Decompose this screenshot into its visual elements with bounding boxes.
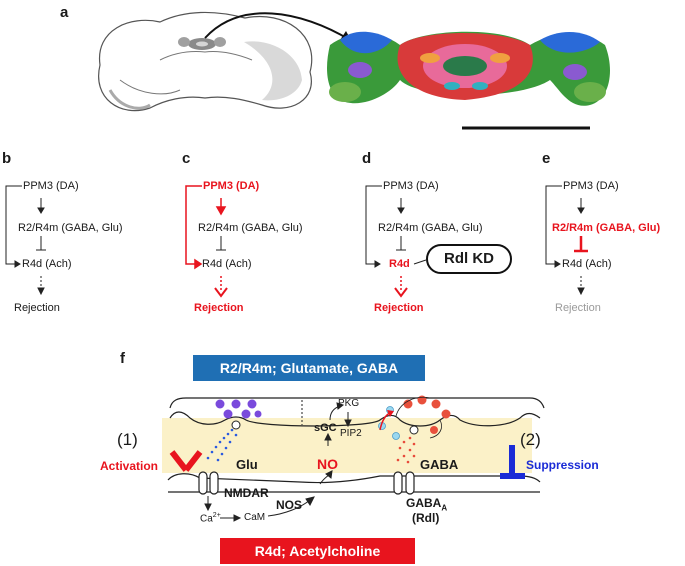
postsynaptic-membrane — [167, 473, 541, 484]
panel-c-r2r4m: R2/R4m (GABA, Glu) — [198, 222, 303, 234]
panel-e-pathway — [545, 185, 562, 268]
panel-d-r2r4m: R2/R4m (GABA, Glu) — [378, 222, 483, 234]
nos-label: NOS — [276, 498, 303, 512]
nmdar-channel — [198, 471, 219, 495]
rdl-label: (Rdl) — [412, 511, 440, 525]
panel-b-outcome: Rejection — [14, 302, 60, 314]
glutamate-release — [206, 428, 238, 462]
panel-b-letter: b — [2, 150, 12, 167]
glutamate-vesicles — [215, 399, 262, 419]
sgc-label: sGC — [314, 422, 337, 434]
gabaa-text: GABA — [406, 496, 442, 510]
ca-charge: 2+ — [212, 512, 221, 519]
rdl-kd-badge: Rdl KD — [426, 244, 512, 274]
panel-f-letter: f — [120, 350, 125, 367]
panel-a-letter: a — [60, 4, 69, 21]
glu-label: Glu — [236, 457, 258, 472]
panel-d-r4d: R4d — [389, 258, 410, 270]
suppression-label: Suppression — [526, 458, 599, 472]
label-2: (2) — [520, 430, 541, 449]
panel-e-r4d: R4d (Ach) — [562, 258, 612, 270]
gaba-label: GABA — [420, 457, 459, 472]
fly-brain-outline — [98, 11, 313, 112]
gabaa-subscript: A — [441, 503, 448, 513]
ellipsoid-body-render — [327, 31, 610, 106]
panel-c-pathway — [185, 185, 203, 270]
panel-b-pathway — [5, 185, 22, 268]
label-1: (1) — [117, 430, 138, 449]
panel-d-outcome: Rejection — [374, 302, 424, 314]
top-banner: R2/R4m; Glutamate, GABA — [193, 355, 425, 381]
nmdar-label: NMDAR — [224, 486, 269, 500]
suppression-symbol — [500, 445, 525, 479]
panel-d-ppm3: PPM3 (DA) — [383, 180, 439, 192]
presynaptic-membrane — [169, 397, 545, 409]
panel-e-outcome: Rejection — [555, 302, 601, 314]
ca-text: Ca — [200, 513, 213, 525]
panel-b-r4d: R4d (Ach) — [22, 258, 72, 270]
ca-label: Ca2+ — [200, 512, 221, 524]
activation-label: Activation — [100, 459, 159, 473]
zoom-arrow — [204, 12, 351, 41]
panel-b-r2r4m: R2/R4m (GABA, Glu) — [18, 222, 123, 234]
panel-c-r4d: R4d (Ach) — [202, 258, 252, 270]
panel-c-outcome: Rejection — [194, 302, 244, 314]
cam-label: CaM — [244, 512, 266, 523]
panel-b-ppm3: PPM3 (DA) — [23, 180, 79, 192]
panel-c-ppm3: PPM3 (DA) — [203, 180, 260, 192]
bottom-banner: R4d; Acetylcholine — [220, 538, 415, 564]
synaptic-cleft — [162, 418, 532, 473]
panel-d-pathway — [365, 185, 382, 268]
panel-d-letter: d — [362, 150, 372, 167]
gaba-release — [396, 436, 416, 464]
gabaa-channel — [393, 471, 415, 495]
panel-c-letter: c — [182, 150, 191, 167]
panel-e-letter: e — [542, 150, 551, 167]
activation-arrow — [169, 450, 203, 472]
gabaa-label: GABAA — [406, 496, 447, 512]
panel-e-r2r4m: R2/R4m (GABA, Glu) — [552, 222, 661, 234]
no-label: NO — [317, 456, 338, 472]
pip2-label: PIP2 — [340, 428, 362, 439]
pkg-label: PKG — [338, 398, 360, 409]
panel-e-ppm3: PPM3 (DA) — [563, 180, 619, 192]
